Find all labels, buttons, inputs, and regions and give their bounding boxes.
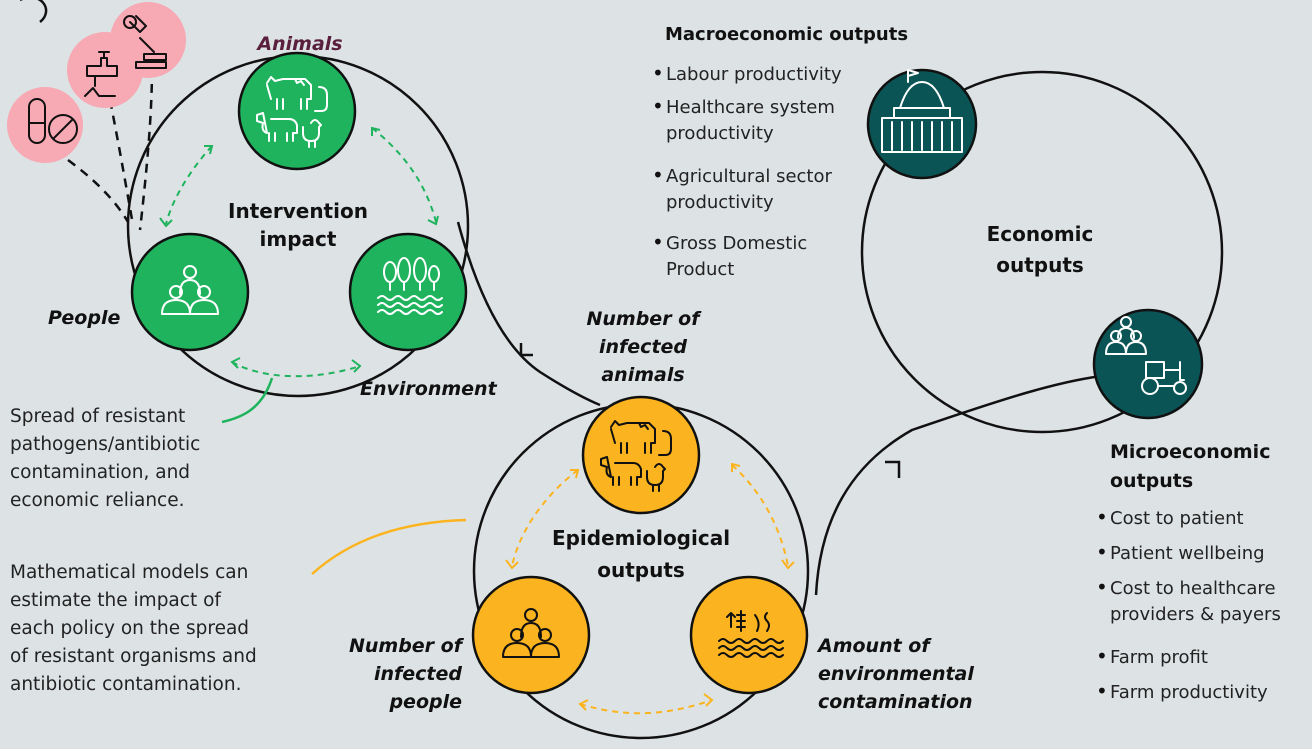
micro-item-2: Patient wellbeing (1110, 543, 1265, 564)
macro-bullet-3: • (652, 163, 664, 187)
infected-people-label-line-2: infected (374, 663, 462, 685)
models-note-line-2: estimate the impact of (10, 590, 221, 611)
macro-items: • Labour productivity • Healthcare syste… (652, 61, 842, 280)
spread-note: Spread of resistant pathogens/antibiotic… (10, 406, 200, 511)
top-left-hint-curve (20, 0, 48, 23)
micro-item-4: Farm profit (1110, 647, 1208, 668)
epidemiological-dashed-arrows (511, 464, 789, 715)
micro-bullet-5: • (1096, 679, 1108, 703)
epidemiological-title-line-2: outputs (597, 558, 685, 582)
plants-water-icon (718, 610, 784, 658)
macro-bullet-4: • (652, 230, 664, 254)
spread-note-connector (221, 377, 274, 424)
microscope-source-node (110, 2, 186, 78)
economic-title-line-1: Economic (987, 222, 1094, 246)
microscope-icon (123, 15, 167, 69)
animals-node (237, 51, 357, 171)
models-note: Mathematical models can estimate the imp… (10, 562, 257, 695)
models-note-connector (311, 518, 467, 575)
micro-title-line-1: Microeconomic (1110, 441, 1270, 463)
intervention-title-line-2: impact (260, 227, 337, 251)
environment-label: Environment (360, 378, 498, 400)
intervention-title-line-1: Intervention (228, 199, 368, 223)
macro-title: Macroeconomic outputs (665, 24, 908, 45)
macro-item-4-line-1: Gross Domestic (666, 233, 807, 254)
tap-icon (84, 51, 118, 97)
infected-animals-node (581, 395, 701, 515)
micro-bullet-4: • (1096, 644, 1108, 668)
pill-icon (28, 98, 78, 144)
macro-item-1-line-1: Labour productivity (666, 64, 842, 85)
intervention-arrowheads (159, 126, 439, 373)
epidemiological-title-line-1: Epidemiological (552, 526, 730, 550)
government-building-icon (881, 69, 963, 153)
infected-animals-label-line-2: infected (599, 336, 687, 358)
env-contamination-label-line-2: environmental (818, 663, 974, 685)
models-note-line-5: antibiotic contamination. (10, 674, 241, 695)
intervention-to-epidemiological-connector (456, 221, 601, 407)
epidemiological-arrowheads (505, 462, 795, 711)
animals-label: Animals (255, 33, 342, 55)
source-dashed-lines (67, 67, 154, 231)
spread-note-line-4: economic reliance. (10, 490, 185, 511)
models-note-line-1: Mathematical models can (10, 562, 248, 583)
spread-note-line-1: Spread of resistant (10, 406, 185, 427)
micro-item-5: Farm productivity (1110, 682, 1268, 703)
macro-bullet-1: • (652, 61, 664, 85)
connector-arrowhead-2 (885, 460, 901, 478)
environment-node (348, 232, 468, 352)
people-node (130, 232, 250, 352)
micro-item-1: Cost to patient (1110, 508, 1244, 529)
env-contamination-label-line-1: Amount of (816, 635, 932, 657)
models-note-line-4: of resistant organisms and (10, 646, 257, 667)
macro-item-2-line-1: Healthcare system (666, 97, 835, 118)
microeconomic-node (1092, 308, 1204, 420)
macro-item-3-line-1: Agricultural sector (666, 166, 832, 187)
infected-people-label-line-3: people (388, 691, 462, 713)
epidemiological-to-economic-connector (814, 373, 1111, 596)
trees-water-icon (377, 257, 443, 315)
micro-bullet-1: • (1096, 505, 1108, 529)
macro-bullet-2: • (652, 94, 664, 118)
infected-people-node (471, 575, 591, 695)
economic-title-line-2: outputs (996, 253, 1084, 277)
micro-bullet-2: • (1096, 540, 1108, 564)
spread-note-line-2: pathogens/antibiotic (10, 434, 200, 455)
connector-arrowhead-1 (519, 343, 533, 357)
micro-title-line-2: outputs (1110, 470, 1193, 492)
economic-ring (860, 70, 1224, 434)
models-note-line-3: each policy on the spread (10, 618, 249, 639)
macro-item-2-line-2: productivity (666, 123, 774, 144)
people-label: People (48, 307, 120, 329)
farmer-tractor-icon (1105, 316, 1187, 395)
infected-animals-label-line-3: animals (601, 364, 684, 386)
micro-items: • Cost to patient • Patient wellbeing • … (1096, 505, 1281, 703)
infected-people-label-line-1: Number of (349, 635, 465, 657)
spread-note-line-3: contamination, and (10, 462, 190, 483)
macro-item-3-line-2: productivity (666, 192, 774, 213)
micro-bullet-3: • (1096, 575, 1108, 599)
env-contamination-label-line-3: contamination (818, 691, 973, 713)
environmental-contamination-node (689, 575, 809, 695)
micro-item-3-line-1: Cost to healthcare (1110, 578, 1276, 599)
micro-item-3-line-2: providers & payers (1110, 604, 1281, 625)
infected-animals-label-line-1: Number of (586, 308, 702, 330)
intervention-dashed-arrows (165, 127, 437, 378)
macro-item-4-line-2: Product (666, 259, 734, 280)
